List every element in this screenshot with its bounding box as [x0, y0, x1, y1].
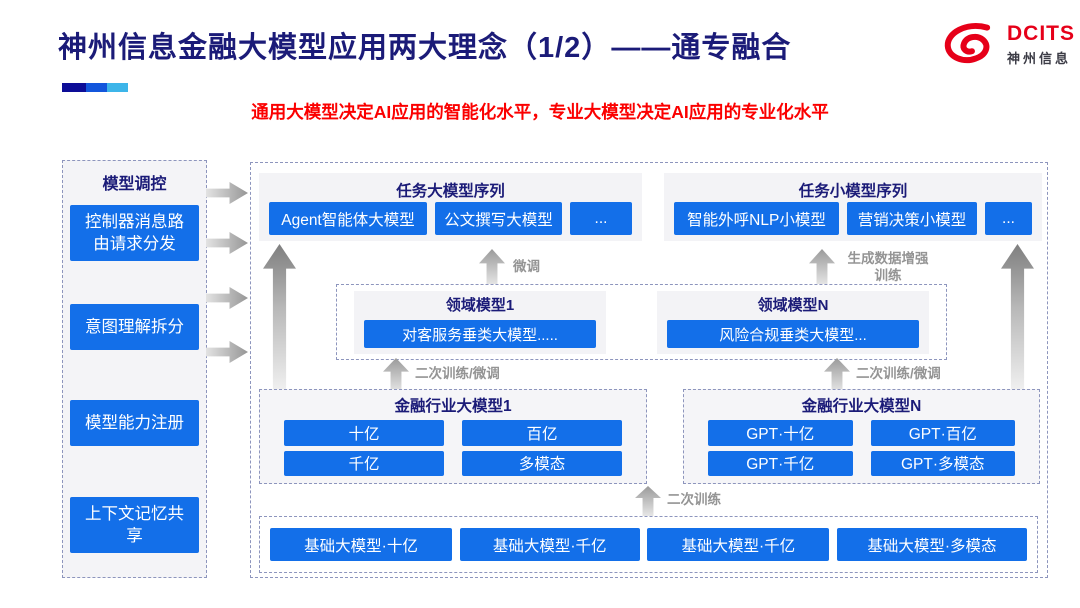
industry-model-1-title: 金融行业大模型1	[394, 398, 512, 415]
up-arrow-finetune	[479, 249, 505, 285]
chip-gpt-1b[interactable]: GPT·十亿	[708, 420, 853, 446]
chip-10b[interactable]: 百亿	[462, 420, 622, 446]
logo-text: DCITS 神州信息	[1007, 23, 1075, 67]
industry-model-1-box: 金融行业大模型1 十亿 百亿 千亿 多模态	[259, 389, 647, 484]
industry-model-n-title: 金融行业大模型N	[801, 398, 922, 415]
up-arrow-retrain-bottom	[635, 486, 661, 516]
chip-outbound-nlp-small-model[interactable]: 智能外呼NLP小模型	[674, 202, 839, 235]
chip-1b[interactable]: 十亿	[284, 420, 444, 446]
chip-100b[interactable]: 千亿	[284, 450, 444, 476]
chip-base-100b-b[interactable]: 基础大模型·千亿	[647, 528, 830, 561]
sidebar-title: 模型调控	[102, 176, 167, 193]
sidebar-model-control: 模型调控 控制器消息路由请求分发 意图理解拆分 模型能力注册 上下文记忆共享	[62, 160, 207, 578]
chip-base-multimodal[interactable]: 基础大模型·多模态	[836, 528, 1027, 561]
dcits-swirl-icon	[944, 23, 991, 64]
sidebar-item-router-dispatch[interactable]: 控制器消息路由请求分发	[70, 205, 199, 261]
label-retrain-right: 二次训练/微调	[856, 366, 941, 381]
up-arrow-gendata	[809, 249, 835, 285]
domain-model-1-group: 领域模型1 对客服务垂类大模型.....	[354, 291, 606, 354]
chip-base-1b[interactable]: 基础大模型·十亿	[270, 528, 452, 561]
up-arrow-retrain-right	[824, 358, 850, 392]
chip-task-large-more[interactable]: ...	[570, 202, 632, 235]
vertical-arrow-right	[1001, 244, 1034, 389]
domain-model-container: 领域模型1 对客服务垂类大模型..... 领域模型N 风险合规垂类大模型...	[336, 284, 947, 360]
logo-brand-cn: 神州信息	[1007, 50, 1072, 66]
logo-brand: DCITS	[1007, 21, 1075, 45]
industry-model-1-grid: 十亿 百亿 千亿 多模态	[284, 420, 622, 476]
domain-model-n-group: 领域模型N 风险合规垂类大模型...	[657, 291, 929, 354]
flow-right-arrow-1	[206, 181, 248, 205]
chip-multimodal[interactable]: 多模态	[462, 450, 622, 476]
chip-doc-writing-large-model[interactable]: 公文撰写大模型	[435, 202, 562, 235]
task-large-model-group: 任务大模型序列 Agent智能体大模型 公文撰写大模型 ...	[259, 173, 642, 241]
page-title: 神州信息金融大模型应用两大理念（1/2）——通专融合	[58, 32, 792, 64]
chip-gpt-100b[interactable]: GPT·千亿	[708, 450, 853, 476]
industry-model-n-grid: GPT·十亿 GPT·百亿 GPT·千亿 GPT·多模态	[708, 420, 1015, 476]
title-accent-bar	[62, 83, 128, 92]
chip-gpt-10b[interactable]: GPT·百亿	[870, 420, 1015, 446]
flow-right-arrow-4	[206, 340, 248, 364]
chip-task-small-more[interactable]: ...	[985, 202, 1032, 235]
chip-gpt-multimodal[interactable]: GPT·多模态	[870, 450, 1015, 476]
dcits-logo: DCITS 神州信息	[942, 22, 1075, 67]
label-retrain-left: 二次训练/微调	[415, 366, 500, 381]
chip-risk-compliance-vertical-model[interactable]: 风险合规垂类大模型...	[667, 320, 919, 348]
chip-agent-large-model[interactable]: Agent智能体大模型	[269, 202, 427, 235]
model-architecture-panel: 任务大模型序列 Agent智能体大模型 公文撰写大模型 ... 任务小模型序列 …	[250, 162, 1048, 578]
accent-bar-segment-3	[107, 83, 128, 92]
task-small-model-row: 智能外呼NLP小模型 营销决策小模型 ...	[674, 202, 1032, 235]
flow-right-arrow-3	[206, 286, 248, 310]
flow-right-arrow-2	[206, 231, 248, 255]
chip-base-100b-a[interactable]: 基础大模型·千亿	[459, 528, 640, 561]
base-model-container: 基础大模型·十亿 基础大模型·千亿 基础大模型·千亿 基础大模型·多模态	[259, 516, 1038, 573]
accent-bar-segment-1	[62, 83, 86, 92]
chip-marketing-decision-small-model[interactable]: 营销决策小模型	[847, 202, 977, 235]
task-large-model-title: 任务大模型序列	[396, 183, 505, 200]
sidebar-item-context-memory[interactable]: 上下文记忆共享	[70, 497, 199, 553]
sidebar-item-capability-register[interactable]: 模型能力注册	[70, 400, 199, 446]
task-large-model-row: Agent智能体大模型 公文撰写大模型 ...	[269, 202, 632, 235]
sidebar-item-intent-split[interactable]: 意图理解拆分	[70, 304, 199, 350]
label-retrain-bottom: 二次训练	[667, 492, 721, 507]
domain-model-1-title: 领域模型1	[445, 297, 515, 314]
domain-model-n-title: 领域模型N	[757, 297, 829, 314]
chip-customer-service-vertical-model[interactable]: 对客服务垂类大模型.....	[364, 320, 596, 348]
label-gendata: 生成数据增强训练	[847, 251, 929, 283]
subtitle: 通用大模型决定AI应用的智能化水平，专业大模型决定AI应用的专业化水平	[251, 102, 829, 122]
vertical-arrow-left	[263, 244, 296, 389]
task-small-model-title: 任务小模型序列	[798, 183, 908, 200]
label-finetune: 微调	[513, 259, 540, 274]
accent-bar-segment-2	[86, 83, 107, 92]
up-arrow-retrain-left	[383, 358, 409, 392]
task-small-model-group: 任务小模型序列 智能外呼NLP小模型 营销决策小模型 ...	[664, 173, 1042, 241]
industry-model-n-box: 金融行业大模型N GPT·十亿 GPT·百亿 GPT·千亿 GPT·多模态	[683, 389, 1040, 484]
